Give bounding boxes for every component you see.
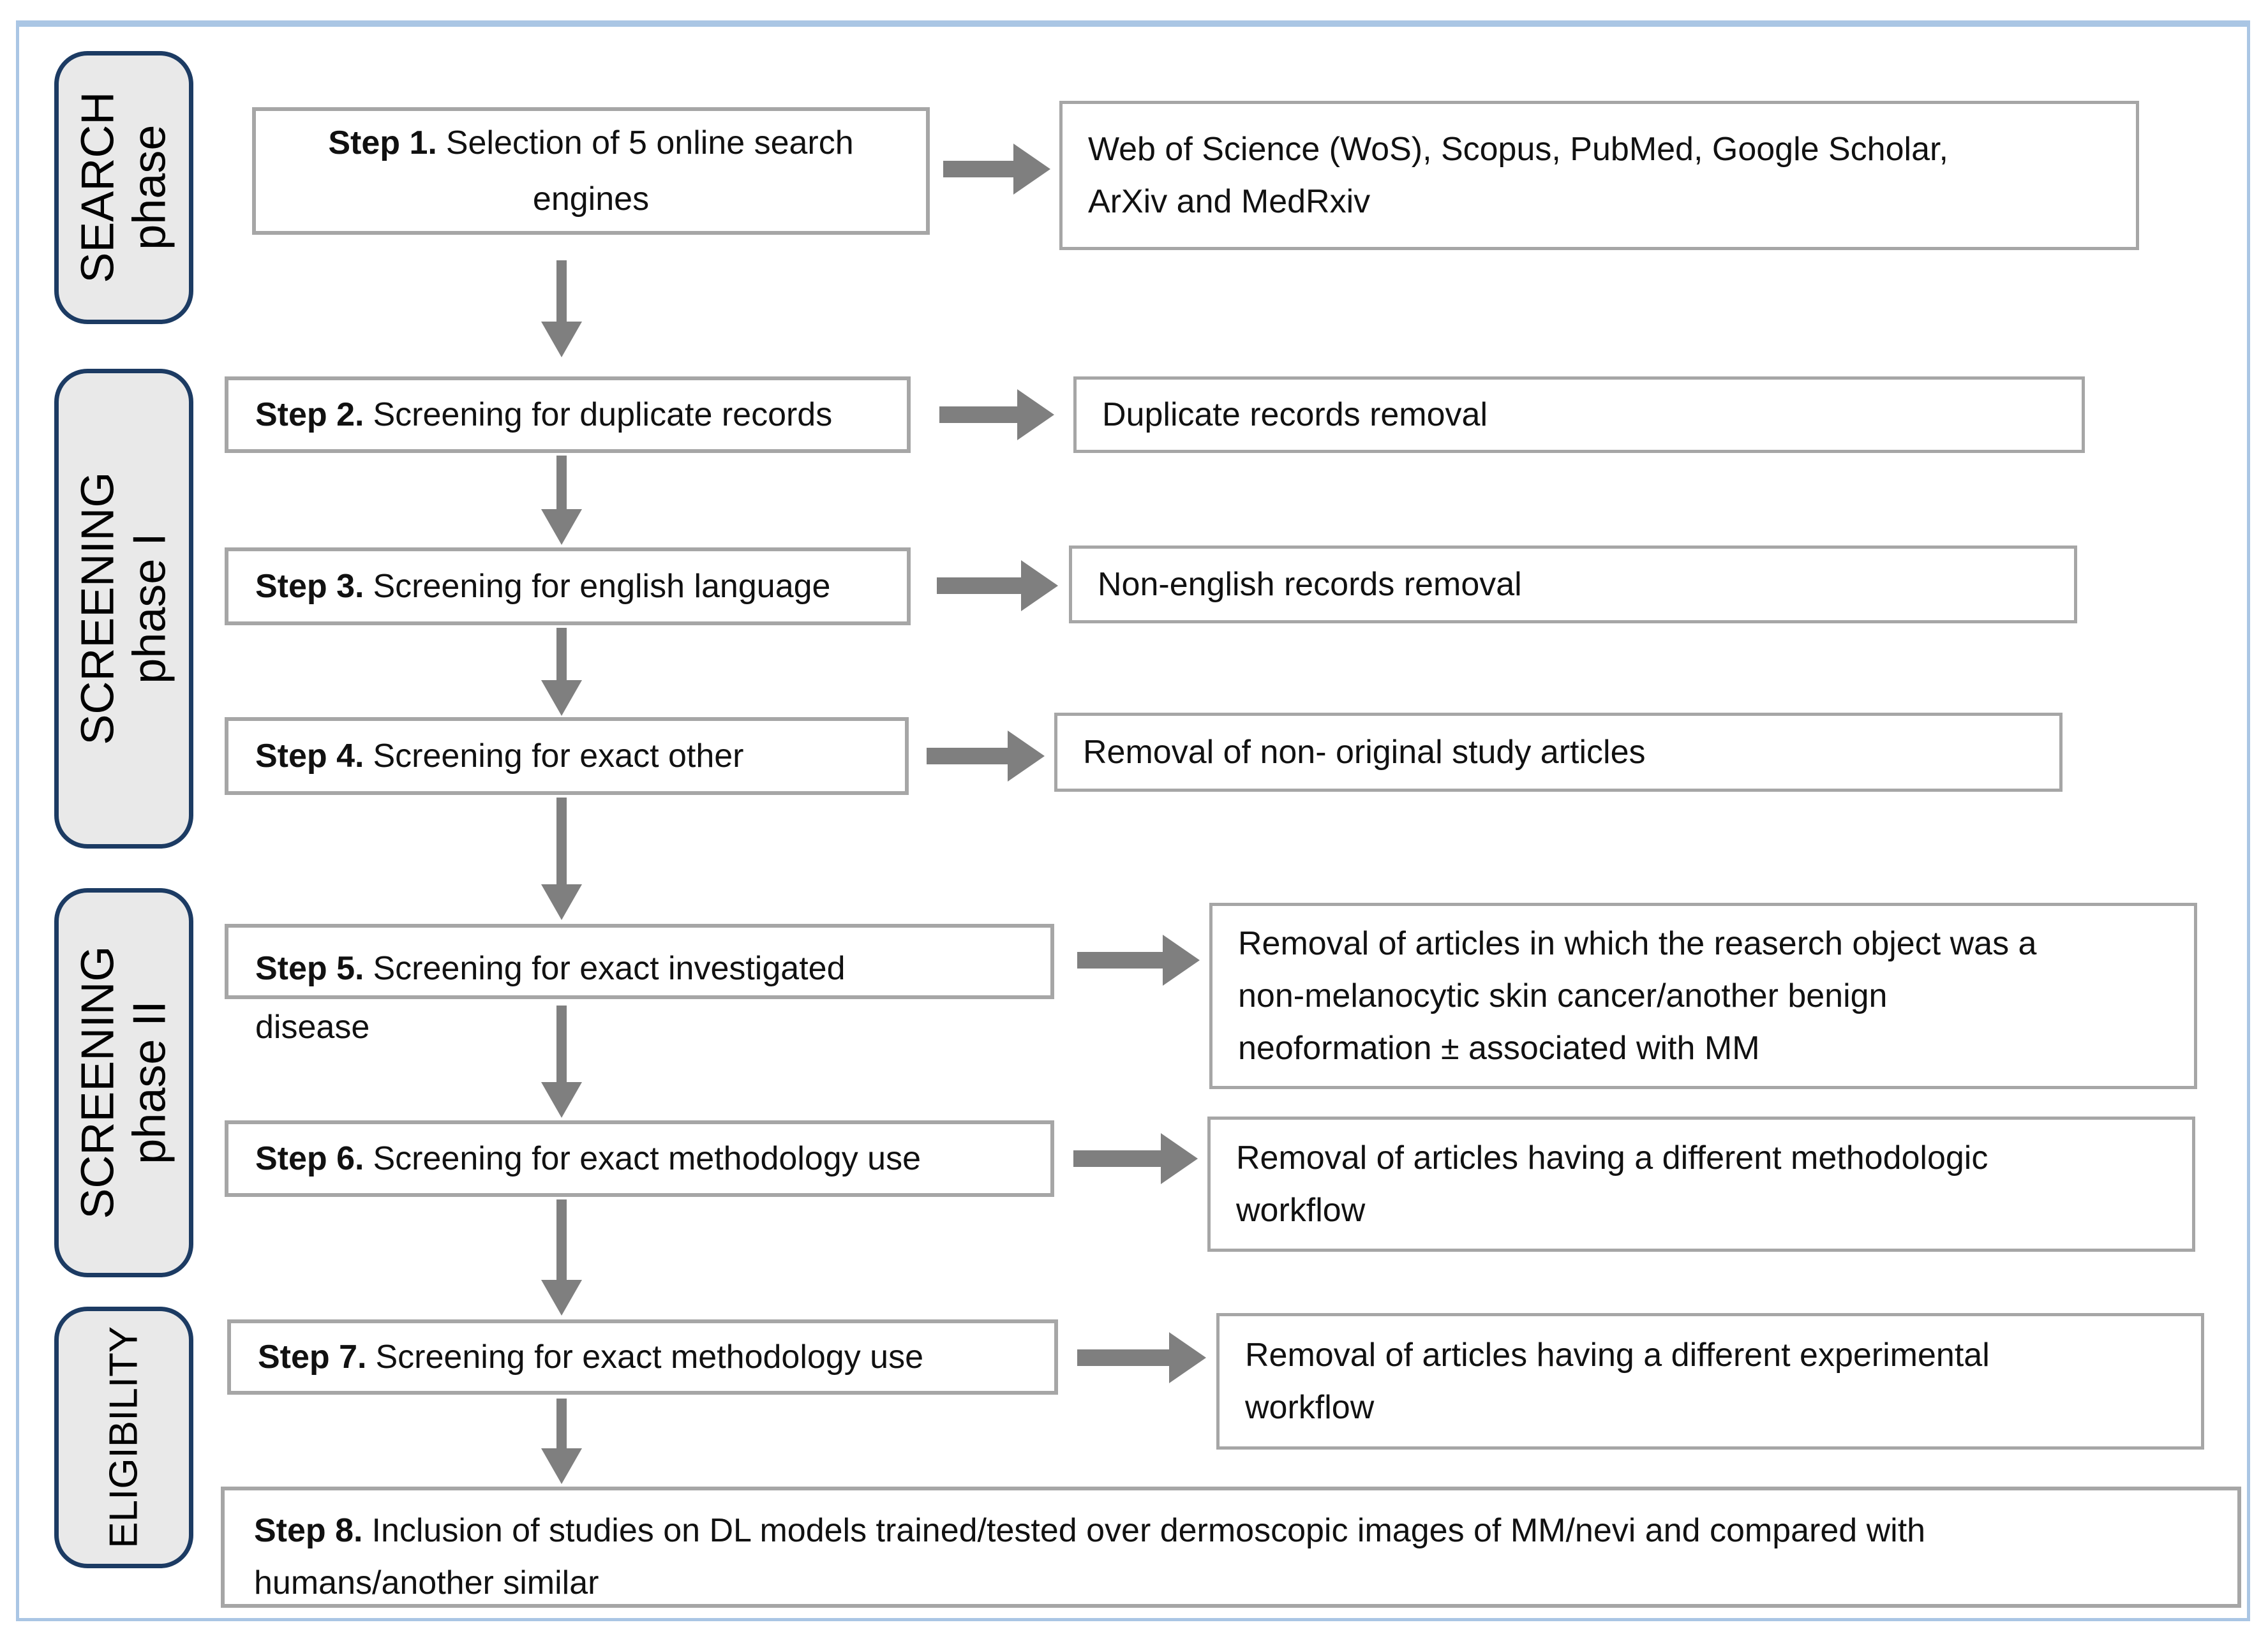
outcome-3-box: Non-english records removal [1069, 546, 2077, 623]
outcome-1-line: ArXiv and MedRxiv [1088, 183, 1371, 220]
outcome-6-box: Removal of articles having a different m… [1207, 1117, 2195, 1252]
phase-label-eligibility-text: ELIGIBILITY [101, 1326, 146, 1549]
phase-label-screening-1: SCREENING phase I [54, 369, 193, 849]
step-6-box: Step 6.Screening for exact methodology u… [225, 1120, 1054, 1197]
step-1-box: Step 1.Selection of 5 online search engi… [252, 107, 930, 235]
arrow-right-icon [927, 731, 1045, 782]
step-8-text-line1: Step 8.Inclusion of studies on DL models… [254, 1512, 1926, 1549]
outcome-7-box: Removal of articles having a different e… [1216, 1313, 2204, 1450]
step-8-text-line2: humans/another similar [254, 1564, 599, 1601]
arrow-right-icon [939, 389, 1054, 440]
arrow-down-icon [541, 456, 582, 545]
outcome-6-line: workflow [1236, 1192, 1366, 1229]
outcome-2-line: Duplicate records removal [1102, 396, 1488, 433]
outcome-1-line: Web of Science (WoS), Scopus, PubMed, Go… [1088, 131, 1948, 168]
phase-label-eligibility: ELIGIBILITY [54, 1307, 193, 1568]
phase-label-screening-2-text: SCREENING phase II [72, 946, 175, 1220]
arrow-right-icon [1073, 1133, 1198, 1184]
phase-label-screening-1-text: SCREENING phase I [72, 471, 175, 746]
outcome-5-line: Removal of articles in which the reaserc… [1238, 925, 2037, 962]
step-5-text-line1: Step 5.Screening for exact investigated [255, 950, 846, 987]
outcome-4-line: Removal of non- original study articles [1083, 734, 1646, 771]
outcome-5-line: non-melanocytic skin cancer/another beni… [1238, 977, 1888, 1014]
step-5-box: Step 5.Screening for exact investigated … [225, 924, 1054, 1046]
arrow-down-icon [541, 628, 582, 716]
step-3-box: Step 3.Screening for english language [225, 547, 911, 625]
outcome-7-line: Removal of articles having a different e… [1245, 1337, 1990, 1374]
outcome-4-box: Removal of non- original study articles [1054, 713, 2063, 792]
phase-label-search: SEARCH phase [54, 51, 193, 324]
step-7-box: Step 7.Screening for exact methodology u… [227, 1319, 1058, 1395]
phase-label-search-text: SEARCH phase [72, 91, 175, 284]
outcome-1-box: Web of Science (WoS), Scopus, PubMed, Go… [1059, 101, 2139, 250]
outcome-2-box: Duplicate records removal [1073, 376, 2085, 453]
arrow-down-icon [541, 1006, 582, 1118]
arrow-down-icon [541, 1399, 582, 1484]
step-8-box: Step 8.Inclusion of studies on DL models… [221, 1487, 2241, 1608]
outcome-5-line: neoformation ± associated with MM [1238, 1030, 1760, 1067]
outcome-5-box: Removal of articles in which the reaserc… [1209, 903, 2197, 1089]
step-4-box: Step 4.Screening for exact other [225, 717, 909, 795]
outcome-7-line: workflow [1245, 1389, 1375, 1426]
outcome-6-line: Removal of articles having a different m… [1236, 1139, 1988, 1177]
arrow-right-icon [1077, 1332, 1206, 1383]
step-2-box: Step 2.Screening for duplicate records [225, 376, 911, 453]
arrow-down-icon [541, 260, 582, 357]
arrow-right-icon [937, 560, 1058, 611]
step-1-text: Step 1.Selection of 5 online search engi… [328, 124, 854, 218]
outcome-3-line: Non-english records removal [1098, 566, 1522, 603]
arrow-down-icon [541, 1199, 582, 1316]
step-5-text-line2: disease [255, 1009, 370, 1046]
arrow-right-icon [1077, 935, 1200, 986]
arrow-right-icon [943, 144, 1050, 195]
phase-label-screening-2: SCREENING phase II [54, 888, 193, 1277]
arrow-down-icon [541, 798, 582, 920]
